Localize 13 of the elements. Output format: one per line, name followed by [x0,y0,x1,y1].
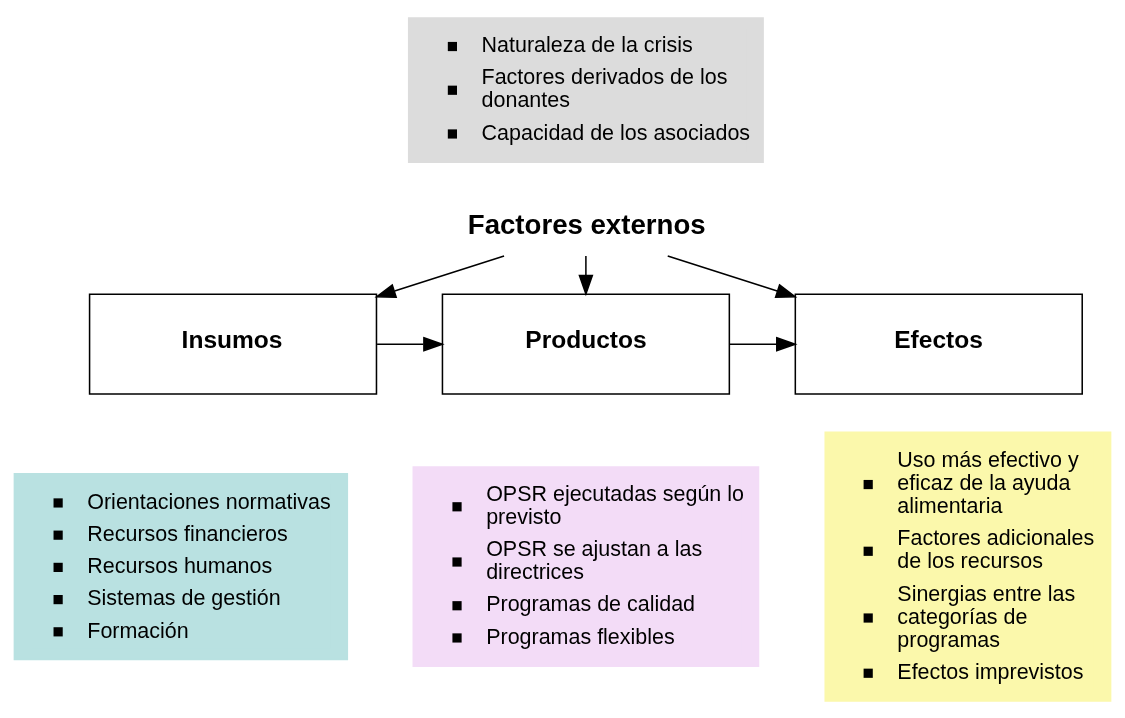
node-box: Efectos [794,293,1083,395]
arrow [729,336,798,352]
arrow [376,336,445,352]
arrow [666,254,798,298]
arrow [374,254,505,298]
node-box: Insumos [88,293,378,395]
node-box: Uso más efectivo y eficaz de la ayuda alimentaria Factores adicionales de los recursos Sinergias entre las categorías de programas Efectos imprevistos [824,431,1112,702]
node-box: Orientaciones normativas Recursos financieros Recursos humanos Sistemas de gestión Formación [13,472,349,660]
arrow [578,254,594,296]
node-box: Naturaleza de la crisis Factores derivados de los donantes Capacidad de los asociados [407,16,764,163]
node-text: Factores externos [467,208,706,240]
node-box: Productos [441,293,731,395]
node-box: OPSR ejecutadas según lo previsto OPSR se ajustan a las directrices Programas de calidad Programas flexibles [412,465,760,667]
